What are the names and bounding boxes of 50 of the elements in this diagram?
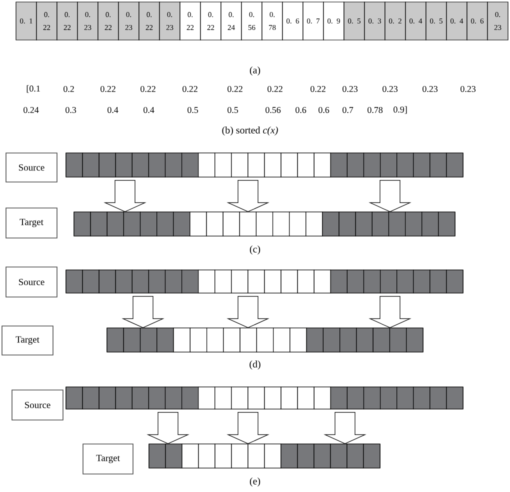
- panel-caption: (a): [250, 66, 260, 76]
- sorted-value: 0.6: [318, 106, 330, 114]
- sorted-value: 0.56: [266, 106, 281, 114]
- sorted-value: 0.7: [342, 106, 354, 114]
- sorted-value: 0.23: [460, 86, 476, 92]
- panel-caption: (e): [250, 477, 260, 487]
- sorted-value: 0.2: [64, 86, 74, 92]
- sorted-value: 0.5: [188, 106, 198, 114]
- label-box: Source: [12, 390, 64, 420]
- block-arrow: [368, 296, 412, 328]
- sorted-value: 0.22: [140, 86, 156, 92]
- sorted-value: 0.22: [182, 86, 198, 92]
- label-box: Target: [82, 444, 134, 474]
- sorted-value: 0.23: [382, 86, 398, 92]
- cell-bar: [66, 270, 464, 294]
- block-arrow: [226, 180, 270, 212]
- block-arrow: [104, 180, 146, 212]
- sorted-value: 0.24: [24, 106, 39, 114]
- sorted-value: 0.5: [228, 106, 238, 114]
- sorted-value: [0.1: [26, 85, 40, 93]
- cell-bar: [66, 152, 464, 178]
- sorted-value: 0.22: [228, 86, 242, 92]
- sorted-value: 0.22: [310, 86, 326, 92]
- sorted-value: 0.6: [296, 106, 306, 114]
- cell-bar: [66, 386, 464, 410]
- sorted-value: 0.78: [368, 106, 383, 114]
- sorted-value: 0.22: [100, 86, 116, 92]
- cell-bar: [74, 212, 456, 236]
- block-arrow: [368, 180, 412, 212]
- label-box: Target: [2, 326, 54, 356]
- panel-caption: (d): [250, 360, 260, 370]
- block-arrow: [226, 296, 270, 328]
- block-arrow: [122, 296, 164, 328]
- block-arrow: [324, 412, 366, 444]
- sorted-value: 0.23: [422, 86, 438, 92]
- panel-caption: (c): [250, 245, 260, 255]
- cell-bar: [106, 328, 424, 352]
- sorted-value: 0.22: [268, 86, 282, 92]
- sorted-value: 0.4: [108, 106, 118, 114]
- sorted-value: 0.4: [144, 106, 154, 114]
- sorted-value: 0.3: [66, 106, 76, 114]
- sorted-value: 0.23: [342, 86, 358, 92]
- label-box: Source: [6, 266, 58, 298]
- block-arrow: [146, 412, 190, 444]
- cell-bar: [148, 444, 380, 468]
- label-box: Source: [6, 152, 58, 182]
- label-box: Target: [6, 208, 58, 238]
- sorted-value: 0.9]: [394, 106, 407, 114]
- block-arrow: [226, 412, 270, 444]
- panel-caption: (b) sorted c(x): [222, 126, 278, 136]
